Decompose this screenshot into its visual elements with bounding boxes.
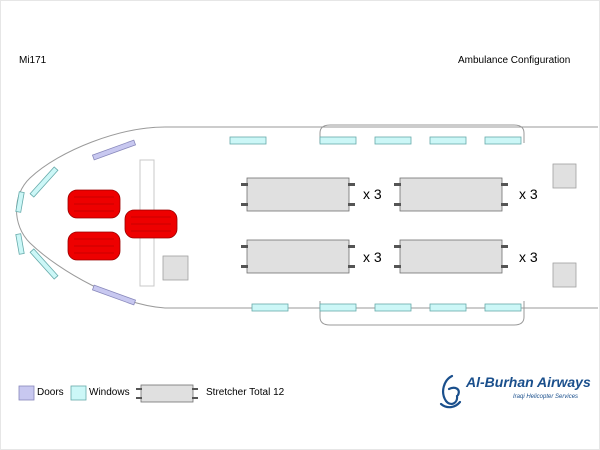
window-top-4: [429, 136, 467, 145]
flight-engineer-seat: [124, 209, 178, 239]
equipment-box-rear-top: [552, 163, 577, 189]
window-top-2: [319, 136, 357, 145]
window-nose-bottom: [29, 248, 59, 280]
window-nose-middle-bottom: [15, 233, 25, 255]
stretcher-4: [394, 239, 508, 274]
window-nose-top: [29, 166, 59, 198]
window-top-1: [229, 136, 267, 145]
aircraft-title: Mi171: [19, 55, 47, 66]
door-bottom: [91, 284, 137, 306]
stretcher-2: [394, 177, 508, 212]
stretcher-multiplier: x 3: [363, 186, 382, 202]
window-bottom-4: [429, 303, 467, 312]
window-top-5: [484, 136, 522, 145]
configuration-title: Ambulance Configuration: [458, 55, 571, 66]
stretcher-1: [241, 177, 355, 212]
calligraphy-emblem-icon: [439, 374, 462, 409]
window-bottom-5: [484, 303, 522, 312]
window-nose-middle-top: [15, 191, 25, 213]
door-top: [91, 139, 137, 161]
window-bottom-1: [251, 303, 289, 312]
equipment-box-rear-bottom: [552, 262, 577, 288]
logo-name: Al-Burhan Airways: [465, 374, 591, 390]
legend-windows-swatch: [70, 385, 87, 401]
legend-windows-label: Windows: [89, 387, 130, 398]
pilot-seat-left: [67, 189, 121, 219]
equipment-box-cockpit: [162, 255, 189, 281]
al-burhan-logo: Al-Burhan Airways Iraqi Helicopter Servi…: [439, 374, 591, 409]
legend-stretcher-swatch: [136, 384, 198, 403]
stretcher-multiplier: x 3: [519, 186, 538, 202]
legend-doors-swatch: [18, 385, 35, 401]
stretcher-3: [241, 239, 355, 274]
logo-tagline: Iraqi Helicopter Services: [513, 394, 578, 400]
window-top-3: [374, 136, 412, 145]
pilot-seat-right: [67, 231, 121, 261]
bottom-blister-outline: [319, 301, 525, 326]
top-blister-outline: [319, 124, 525, 143]
window-bottom-2: [319, 303, 357, 312]
legend-doors-label: Doors: [37, 387, 64, 398]
stretcher-multiplier: x 3: [363, 249, 382, 265]
legend-stretcher-label: Stretcher Total 12: [206, 387, 285, 398]
stretcher-multiplier: x 3: [519, 249, 538, 265]
window-bottom-3: [374, 303, 412, 312]
